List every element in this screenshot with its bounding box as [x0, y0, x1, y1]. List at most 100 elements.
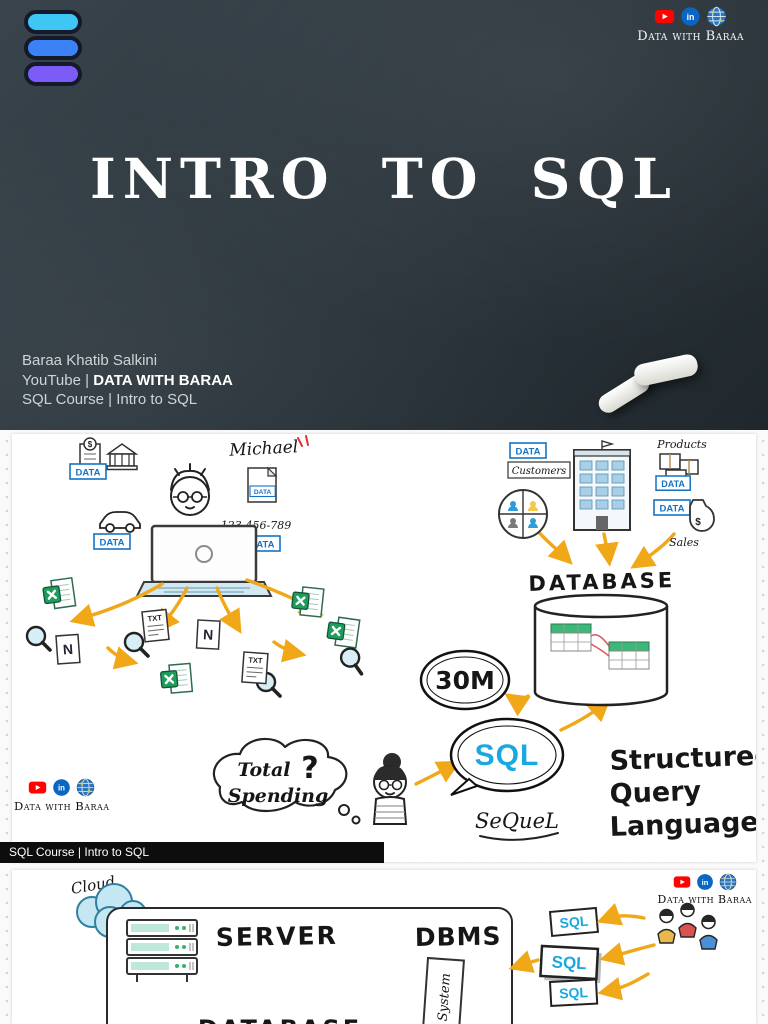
- globe-icon: [707, 6, 727, 27]
- brand-block: in Data with Baraa: [658, 873, 752, 906]
- sql-box-label: SQL: [559, 984, 589, 1002]
- page-title: INTRO TO SQL: [90, 146, 678, 211]
- count-bubble: 30M: [419, 649, 511, 711]
- youtube-icon: [29, 781, 47, 794]
- emphasis-marks: [297, 435, 309, 447]
- slide1-footer: Baraa Khatib Salkini YouTube | DATA WITH…: [22, 351, 233, 410]
- chalk-piece: [632, 352, 700, 388]
- youtube-icon: [673, 876, 691, 888]
- globe-icon: [77, 778, 95, 797]
- dbms-label: DBMS: [415, 921, 502, 952]
- person-name-label: Michael: [228, 437, 299, 461]
- sequel-underline: [479, 832, 559, 841]
- flow-arrows: [508, 903, 656, 1001]
- excel-icon: [289, 584, 326, 619]
- magnifier-icon: [25, 625, 52, 652]
- slide-server-dbms-illustration: Cloud: [12, 870, 756, 1024]
- course-footer-bar: SQL Course | Intro to SQL: [0, 842, 384, 863]
- thought-text-spending: Spending: [228, 785, 329, 807]
- laptop-icon: [135, 524, 273, 597]
- sql-speech-bubble: SQL: [449, 717, 565, 796]
- linkedin-icon: in: [681, 7, 700, 26]
- products-label: Products: [656, 438, 707, 451]
- expansion-query: Query: [609, 776, 702, 810]
- database-cylinder: [533, 593, 669, 707]
- table-graphic: [550, 623, 592, 652]
- money-bag-icon: $: [689, 499, 715, 532]
- company-building-icon: [573, 440, 631, 531]
- bank-icon: [105, 443, 139, 471]
- txt-doc-icon: [141, 608, 170, 643]
- sales-source: $ Sales: [653, 499, 715, 549]
- dollar-glyph: $: [88, 440, 93, 449]
- linkedin-in-glyph: in: [58, 784, 65, 793]
- sql-bubble-label: SQL: [475, 739, 540, 772]
- data-doc-icon: [247, 466, 278, 503]
- brand-name: Data with Baraa: [657, 893, 752, 906]
- database-label: DATABASE: [528, 568, 675, 596]
- sequel-label: SeQueL: [475, 809, 559, 833]
- flow-arrows: [69, 528, 676, 786]
- notepad-doc-icon: [195, 619, 221, 650]
- customers-label: Customers: [512, 466, 567, 477]
- linkedin-in-glyph: in: [701, 878, 708, 887]
- slide-why-sql-illustration: DATA TXT: [12, 434, 756, 862]
- social-icons: in: [673, 873, 737, 891]
- customers-source: Customers: [498, 442, 571, 539]
- person-michael: [170, 463, 210, 516]
- analyst-person: [372, 753, 408, 825]
- globe-icon: [719, 873, 737, 891]
- excel-icon: [158, 662, 194, 696]
- slide-title-chalkboard: in Data with Baraa INTRO TO SQL Baraa Kh…: [0, 0, 768, 430]
- expansion-structured: Structured: [609, 740, 756, 777]
- channel-line: YouTube | DATA WITH BARAA: [22, 371, 233, 391]
- sql-box-label: SQL: [559, 913, 590, 931]
- brand-name: Data with Baraa: [637, 29, 744, 44]
- channel-prefix: YouTube |: [22, 371, 94, 389]
- car-icon: [99, 511, 141, 533]
- customers-pie-icon: [498, 489, 548, 539]
- magnifier-icon: [337, 645, 368, 676]
- table-graphic: [608, 641, 650, 670]
- linkedin-in-glyph: in: [687, 12, 695, 22]
- expansion-language: Language: [609, 807, 756, 843]
- linkedin-icon: in: [53, 779, 71, 796]
- social-icons: in: [654, 6, 727, 27]
- data-tag: [93, 533, 131, 550]
- person-icon: [657, 908, 676, 944]
- author-name: Baraa Khatib Salkini: [22, 352, 158, 369]
- data-tag: [69, 463, 107, 480]
- system-label: System: [436, 973, 454, 1022]
- system-box: System: [421, 956, 465, 1024]
- table-relation-lines: [590, 634, 610, 657]
- notepad-doc-icon: [55, 633, 81, 665]
- thought-text-total: Total: [238, 759, 291, 781]
- products-source: Products: [655, 438, 707, 492]
- linkedin-icon: in: [696, 874, 713, 890]
- person-icon: [699, 914, 718, 950]
- txt-doc-icon: [241, 651, 269, 685]
- thought-cloud: Total ? Spending: [212, 737, 361, 825]
- channel-name: DATA WITH BARAA: [93, 371, 233, 389]
- server-label: SERVER: [216, 921, 339, 952]
- data-tag: [249, 485, 276, 498]
- data-tag: [655, 475, 691, 492]
- sales-label: Sales: [669, 536, 699, 549]
- course-line: SQL Course | Intro to SQL: [22, 391, 198, 408]
- question-mark: ?: [301, 751, 318, 786]
- youtube-icon: [655, 9, 675, 24]
- excel-icon: [40, 576, 77, 611]
- sql-query-box: SQL: [548, 978, 599, 1008]
- sql-query-box: SQL: [539, 944, 602, 984]
- data-tag: [509, 442, 547, 459]
- data-tag: [653, 499, 691, 516]
- database-logo-icon: [24, 10, 82, 86]
- social-icons: in: [28, 778, 95, 797]
- brand-block: in Data with Baraa: [14, 778, 110, 813]
- dollar-glyph: $: [695, 517, 701, 528]
- brand-block: in Data with Baraa: [637, 6, 744, 44]
- sql-expansion-text: Structured Query Language: [609, 740, 756, 843]
- brand-name: Data with Baraa: [14, 799, 110, 813]
- sql-box-label: SQL: [551, 953, 587, 974]
